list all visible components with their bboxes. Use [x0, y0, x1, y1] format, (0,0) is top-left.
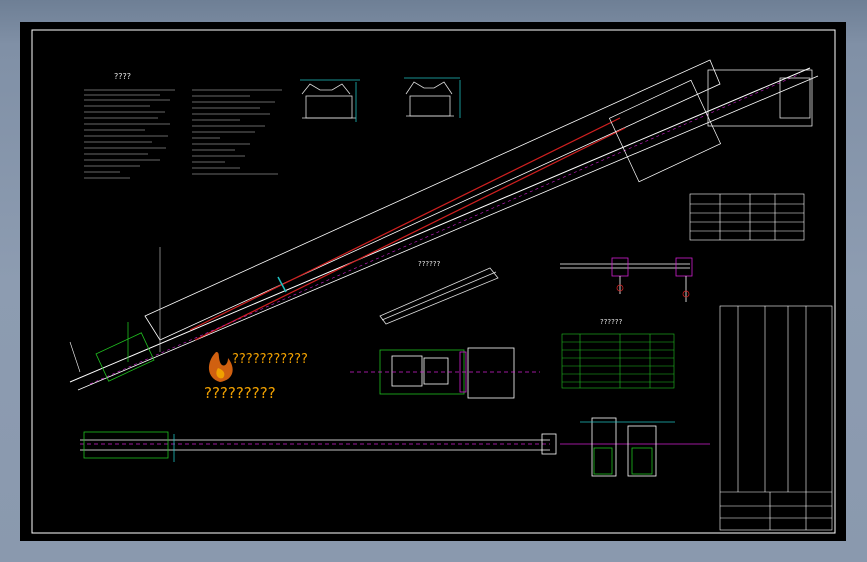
cross-section-views	[560, 417, 710, 477]
section-title-mid: ??????	[418, 260, 441, 268]
idler-section-detail-1	[300, 79, 360, 122]
drive-shaft-assembly	[560, 257, 693, 302]
conveyor-elevation-view	[80, 431, 557, 462]
cad-drawing	[31, 29, 836, 534]
cad-drawing-canvas: ???? ??????????? ????????? ?????? ??????	[20, 22, 846, 541]
logo-text: ???????????	[232, 352, 308, 367]
logo-caption: ?????????	[204, 384, 276, 402]
drawing-frame	[31, 29, 836, 534]
notes-title: ????	[114, 72, 131, 81]
inclined-belt-conveyor	[69, 59, 819, 391]
parameter-table-top	[689, 193, 805, 241]
technical-notes	[84, 89, 282, 179]
idler-section-detail-2	[404, 77, 461, 118]
section-title-table: ??????	[600, 318, 623, 326]
bill-of-materials	[719, 305, 833, 531]
conveyor-sketch-small	[379, 267, 499, 325]
flame-logo	[208, 352, 233, 382]
parameter-table-green	[561, 333, 675, 389]
drive-unit-plan	[350, 347, 540, 399]
